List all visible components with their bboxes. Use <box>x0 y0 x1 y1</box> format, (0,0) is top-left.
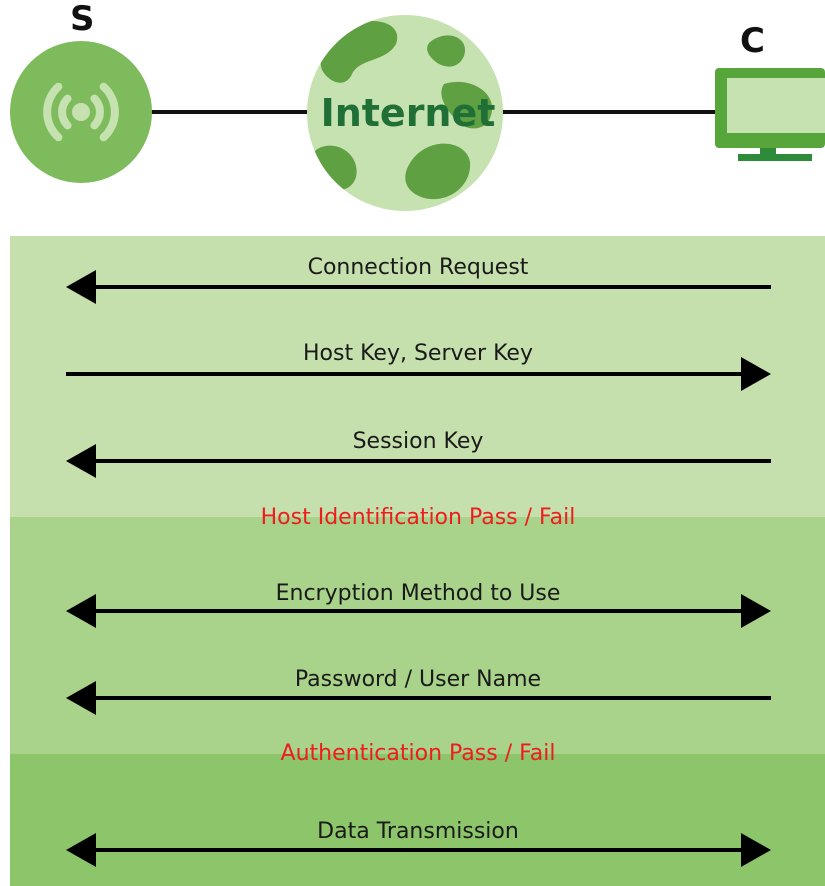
authentication-status: Authentication Pass / Fail <box>281 741 556 766</box>
internet-node: Internet <box>307 15 503 211</box>
client-label: C <box>740 21 765 61</box>
message-data-transmission: Data Transmission <box>66 819 771 867</box>
message-label: Data Transmission <box>317 819 519 844</box>
message-encryption-method: Encryption Method to Use <box>66 581 771 628</box>
message-connection-request: Connection Request <box>66 255 771 304</box>
message-label: Encryption Method to Use <box>276 581 561 606</box>
arrowhead-right <box>741 357 771 391</box>
phase-data-transfer-bg <box>10 754 825 886</box>
phase-backgrounds <box>10 236 825 886</box>
phase-authentication-setup-bg <box>10 236 825 517</box>
client-node: C <box>715 21 825 161</box>
arrowhead-right <box>741 833 771 867</box>
message-session-key: Session Key <box>66 429 771 478</box>
server-node: S <box>10 0 152 183</box>
phase-authentication-bg <box>10 517 825 754</box>
arrowhead-left <box>66 444 96 478</box>
monitor-icon <box>715 68 825 161</box>
message-label: Password / User Name <box>295 667 541 692</box>
wireless-signal-icon <box>10 41 152 183</box>
server-label: S <box>70 0 95 39</box>
globe-icon: Internet <box>307 15 503 211</box>
message-host-key-server-key: Host Key, Server Key <box>66 341 771 391</box>
arrowhead-left <box>66 833 96 867</box>
message-label: Host Key, Server Key <box>303 341 533 366</box>
arrowhead-left <box>66 594 96 628</box>
arrowhead-left <box>66 681 96 715</box>
message-password-user-name: Password / User Name <box>66 667 771 715</box>
message-label: Connection Request <box>308 255 529 280</box>
message-label: Session Key <box>353 429 484 454</box>
arrowhead-left <box>66 270 96 304</box>
internet-label: Internet <box>321 91 496 135</box>
host-identification-status: Host Identification Pass / Fail <box>261 505 576 530</box>
topology: S Internet <box>10 0 825 211</box>
arrowhead-right <box>741 594 771 628</box>
